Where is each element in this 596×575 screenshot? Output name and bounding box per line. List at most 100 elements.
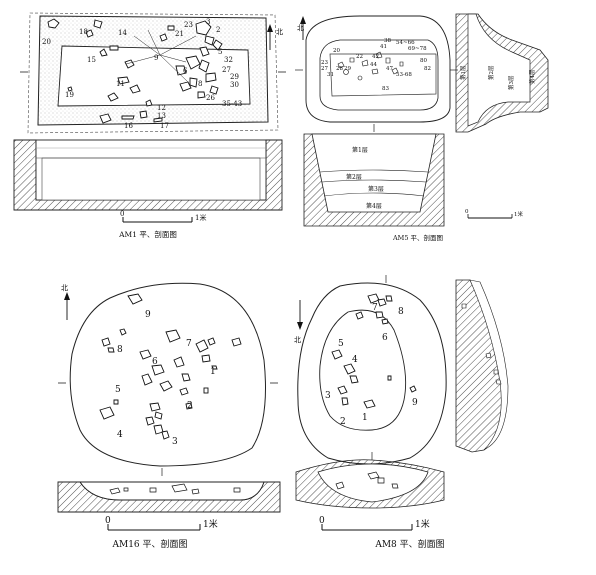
am1-north-arrow: 北 <box>267 24 283 50</box>
am1-label-15: 15 <box>87 56 96 64</box>
am8-section <box>295 452 445 509</box>
am5-layer-1-label: 第1层 <box>352 146 368 154</box>
am1-label-20: 20 <box>42 38 51 46</box>
am5-label-53-68: 53-68 <box>396 72 412 78</box>
am1-label-18: 18 <box>79 28 88 36</box>
am16-artifact-labels: 9 8 7 6 1 5 2 4 3 <box>115 310 216 447</box>
am1-artifacts <box>47 18 223 124</box>
am16-label-8: 8 <box>117 345 123 355</box>
am5-label-82: 82 <box>424 66 431 72</box>
am5-label-38: 38 <box>384 38 391 44</box>
am5-label-42: 42 <box>372 54 379 60</box>
am8-north-arrow: 北 <box>294 300 303 344</box>
am5-label-41: 41 <box>380 44 387 50</box>
svg-text:第4层: 第4层 <box>528 69 536 84</box>
svg-text:0: 0 <box>105 516 111 526</box>
am16-caption: AM16 平、剖面图 <box>111 538 187 550</box>
am16-label-7: 7 <box>186 339 192 349</box>
svg-text:1米: 1米 <box>195 213 206 222</box>
am5-section: 第1层 第2层 第3层 第4层 <box>303 124 445 227</box>
am8-label-7: 7 <box>372 303 378 313</box>
svg-text:北: 北 <box>297 24 304 32</box>
am8-artifacts <box>331 293 417 409</box>
am5-label-28: 28 <box>336 66 343 72</box>
am1-label-16: 16 <box>124 122 133 130</box>
am5-figure: 20 22 23 27 31 28 29 38 41 54~66 69~78 4… <box>295 13 549 242</box>
am8-label-8: 8 <box>398 307 404 317</box>
am5-label-47: 47 <box>386 66 393 72</box>
am16-north-arrow: 北 <box>61 284 70 320</box>
am8-label-5: 5 <box>338 339 344 349</box>
am8-artifact-labels: 7 8 6 5 4 3 9 2 1 <box>325 303 418 427</box>
am5-side-section: 第1层 第2层 第3层 第4层 <box>455 13 549 133</box>
am1-label-26: 26 <box>206 94 215 102</box>
am1-label-11: 11 <box>116 80 125 88</box>
am1-scale-bar: 0 1米 <box>120 210 206 223</box>
am16-artifacts <box>99 293 242 440</box>
am8-side-section <box>455 279 509 453</box>
am1-label-13: 13 <box>157 112 166 120</box>
am1-plan: 20 18 14 15 9 11 19 12 13 16 17 23 21 3 … <box>20 12 286 134</box>
am5-plan: 20 22 23 27 31 28 29 38 41 54~66 69~78 4… <box>295 15 458 123</box>
svg-text:第2层: 第2层 <box>487 65 495 80</box>
svg-text:第1层: 第1层 <box>459 65 467 80</box>
svg-text:0: 0 <box>465 209 469 215</box>
am16-label-4: 4 <box>117 430 123 440</box>
am1-caption: AM1 平、剖面图 <box>118 229 177 239</box>
am5-label-83: 83 <box>382 86 389 92</box>
am16-scale-bar: 0 1米 <box>105 516 218 531</box>
am1-label-6: 6 <box>183 67 188 75</box>
am16-label-1: 1 <box>210 367 216 377</box>
svg-text:1米: 1米 <box>514 210 523 218</box>
am5-layer-2-label: 第2层 <box>346 173 362 181</box>
am1-label-5: 5 <box>218 48 222 56</box>
am5-scale-bar: 0 1米 <box>465 209 523 219</box>
am5-label-23: 23 <box>321 60 328 66</box>
am16-label-2: 2 <box>187 401 193 411</box>
am5-label-44: 44 <box>370 62 377 68</box>
am8-label-9: 9 <box>412 398 418 408</box>
am5-label-69-78: 69~78 <box>408 46 427 52</box>
am1-label-29: 29 <box>230 73 239 81</box>
am16-label-3: 3 <box>172 437 178 447</box>
am16-label-9: 9 <box>145 310 151 320</box>
svg-text:1米: 1米 <box>415 518 430 530</box>
svg-text:北: 北 <box>61 284 68 292</box>
am1-label-3: 3 <box>206 18 210 26</box>
am1-label-32: 32 <box>224 56 233 64</box>
am8-caption: AM8 平、剖面图 <box>374 538 444 550</box>
am8-figure: 7 8 6 5 4 3 9 2 1 北 <box>294 275 509 550</box>
am5-label-22: 22 <box>356 54 363 60</box>
am1-label-23: 23 <box>184 21 193 29</box>
svg-text:1米: 1米 <box>203 518 218 530</box>
am8-label-6: 6 <box>382 333 388 343</box>
am1-figure: 20 18 14 15 9 11 19 12 13 16 17 23 21 3 … <box>13 12 286 239</box>
am16-label-6: 6 <box>152 357 158 367</box>
svg-text:0: 0 <box>120 210 124 218</box>
am16-figure: 9 8 7 6 1 5 2 4 3 北 <box>57 282 281 550</box>
am1-label-21: 21 <box>175 30 184 38</box>
am5-layer-3-label: 第3层 <box>368 185 384 193</box>
am16-section <box>57 481 281 513</box>
am8-label-4: 4 <box>352 355 358 365</box>
am1-label-14: 14 <box>118 29 127 37</box>
am5-label-31: 31 <box>327 72 334 78</box>
am5-label-27: 27 <box>321 66 328 72</box>
svg-text:北: 北 <box>294 336 301 344</box>
am8-label-2: 2 <box>340 417 346 427</box>
am1-label-8: 8 <box>198 80 202 88</box>
am5-label-54-66: 54~66 <box>396 40 415 46</box>
am8-scale-bar: 0 1米 <box>319 516 430 531</box>
am1-label-30: 30 <box>230 81 239 89</box>
svg-text:第3层: 第3层 <box>507 75 515 90</box>
am5-layer-4-label: 第4层 <box>366 202 382 210</box>
am8-plan: 7 8 6 5 4 3 9 2 1 北 <box>294 275 447 465</box>
am8-label-3: 3 <box>325 391 331 401</box>
am1-label-27: 27 <box>222 66 231 74</box>
am5-label-20: 20 <box>333 48 340 54</box>
am1-label-9: 9 <box>154 54 158 62</box>
am5-label-80: 80 <box>420 58 427 64</box>
am1-label-12: 12 <box>157 104 166 112</box>
am1-label-2: 2 <box>216 26 220 34</box>
